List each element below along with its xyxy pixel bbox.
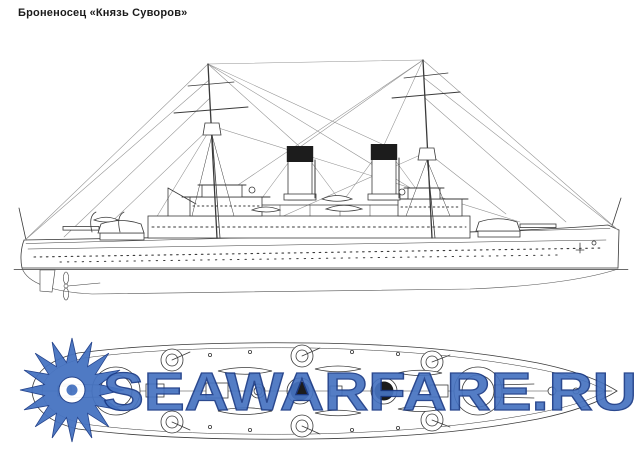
rigging [23, 59, 619, 242]
seawarfare-logo-star-icon [19, 337, 125, 443]
porthole-row-upper [33, 247, 605, 258]
fore-fighting-top [202, 122, 222, 136]
ship-boats [90, 195, 364, 233]
casemate-line [27, 239, 607, 250]
main-fighting-top [417, 147, 437, 161]
plan-forward-main-turret [453, 366, 535, 416]
plan-deck-fittings [57, 349, 613, 432]
capstan [547, 386, 557, 396]
stern-jackstaff [18, 207, 27, 241]
forward-funnel [283, 146, 317, 201]
plan-boats [217, 365, 443, 417]
rudder [39, 269, 56, 293]
bow-fittings [575, 240, 597, 254]
forward-bridge [189, 196, 263, 217]
aft-main-turret [62, 220, 145, 241]
forward-main-turret [475, 218, 557, 238]
deck-plan-view [31, 342, 618, 440]
chart-house [201, 184, 243, 198]
drawing-title: Броненосец «Князь Суворов» [18, 7, 188, 19]
anchor-icon [575, 242, 585, 254]
aft-funnel [367, 144, 401, 201]
bow-jackstaff [611, 197, 622, 227]
mainmast [391, 59, 461, 239]
searchlight-forward [248, 186, 256, 194]
watermark: SEAWARFARE.RU [19, 337, 638, 443]
foremast [173, 63, 249, 239]
underwater-hull [21, 267, 619, 295]
propeller [63, 271, 101, 301]
plan-funnels [286, 377, 398, 405]
watermark-text: SEAWARFARE.RU [103, 362, 637, 422]
side-elevation-view [13, 59, 629, 301]
